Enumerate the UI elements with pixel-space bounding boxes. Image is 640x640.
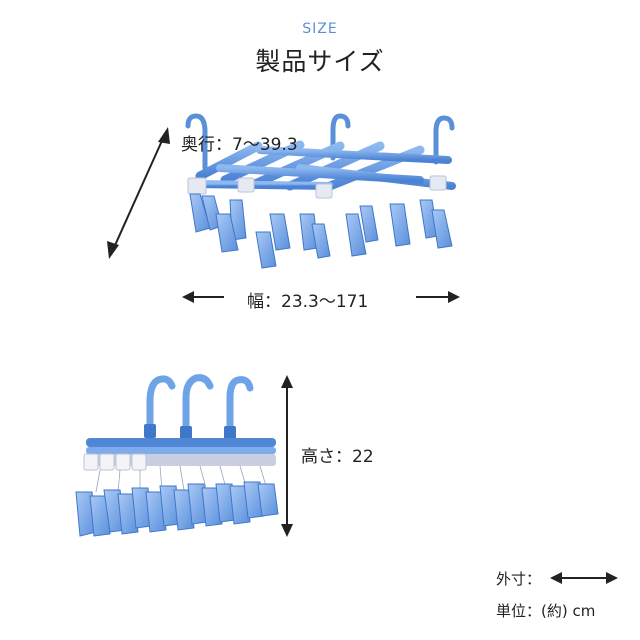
outer-dimension-label: 外寸： xyxy=(496,570,542,588)
depth-label: 奥行：7〜39.3 xyxy=(181,135,298,155)
size-label: SIZE xyxy=(302,21,338,37)
height-label: 高さ：22 xyxy=(301,447,374,467)
unit-label: 単位：(約) cm xyxy=(496,602,596,620)
page-title: 製品サイズ xyxy=(255,47,385,76)
width-label: 幅：23.3〜171 xyxy=(247,292,369,312)
